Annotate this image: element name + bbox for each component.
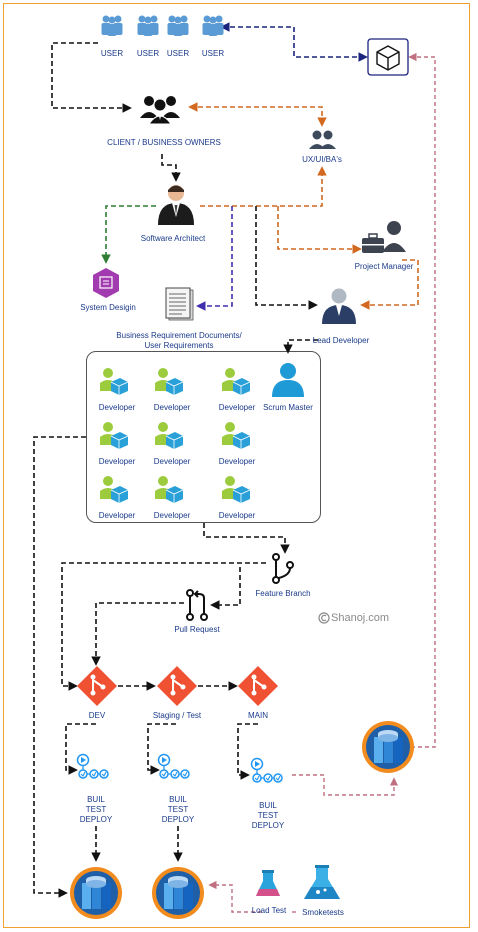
server-icon [152,867,204,919]
user-icon [202,15,224,36]
developer-icon [154,367,184,396]
developer-icon [221,421,251,450]
branch-label-dev: DEV [88,711,106,720]
credit-text: Shanoj.com [331,612,390,624]
scrum-master-label: Scrum Master [263,403,313,412]
flask-icon [256,870,280,896]
pipeline-step-build: BUIL [259,801,277,810]
developer-icon [221,475,251,504]
ux-label: UX/UI/BA's [302,155,342,164]
user-label: USER [100,49,124,58]
developer-label: Developer [98,511,136,520]
ux-team-icon [309,130,336,149]
pipeline-step-deploy: DEPLOY [79,815,113,824]
developer-team-group [86,351,321,523]
pipeline-step-deploy: DEPLOY [251,821,285,830]
architect-label: Software Architect [140,234,206,243]
branch-icon [272,553,294,584]
client-label: CLIENT / BUSINESS OWNERS [107,138,221,147]
pipeline-icon [250,757,283,783]
diagram-frame [3,3,470,928]
brd-label-line1: Business Requirement Documents/ [116,331,242,340]
developer-icon [154,421,184,450]
developer-label: Developer [98,457,136,466]
pipeline-step-build: BUIL [169,795,187,804]
developer-label: Developer [153,457,191,466]
git-icon [156,665,198,707]
developer-label: Developer [153,403,191,412]
server-icon [362,721,414,773]
developer-icon [99,475,129,504]
server-icon [70,867,122,919]
branch-label-main: MAIN [248,711,268,720]
lead-developer-icon [322,288,356,324]
user-icon [137,15,159,36]
user-icon [167,15,189,36]
branch-label-staging: Staging / Test [152,711,202,720]
lead-dev-label: Lead Developer [312,336,370,345]
pipeline-step-test: TEST [85,805,107,814]
developer-icon [154,475,184,504]
pull-request-label: Pull Request [174,625,220,634]
feature-branch-label: Feature Branch [255,589,311,598]
pipeline-icon [157,753,190,779]
scrum-master-icon [272,363,304,397]
developer-icon [99,421,129,450]
pull-request-icon [186,589,208,621]
brd-label-line2: User Requirements [144,341,214,350]
git-icon [76,665,118,707]
developer-label: Developer [218,511,256,520]
user-label: USER [166,49,190,58]
project-manager-icon [362,221,406,253]
architect-icon [158,185,194,225]
system-design-label: System Desigin [80,303,136,312]
pipeline-step-build: BUIL [87,795,105,804]
pipeline-step-deploy: DEPLOY [161,815,195,824]
document-icon [165,287,194,321]
user-icon [101,15,123,36]
flask-icon [304,865,340,899]
pipeline-step-test: TEST [167,805,189,814]
user-label: USER [201,49,225,58]
developer-icon [221,367,251,396]
project-manager-label: Project Manager [354,262,414,271]
cube-icon [367,38,409,76]
developer-label: Developer [98,403,136,412]
developer-label: Developer [218,457,256,466]
user-label: USER [136,49,160,58]
developer-label: Developer [218,403,256,412]
pipeline-step-test: TEST [257,811,279,820]
load-test-label: Load Test [251,906,287,915]
developer-icon [99,367,129,396]
pipeline-icon [76,753,109,779]
git-icon [237,665,279,707]
system-design-icon [93,268,119,298]
client-group-icon [140,96,180,125]
copyright-icon [318,612,330,624]
smoketests-label: Smoketests [302,908,344,917]
developer-label: Developer [153,511,191,520]
